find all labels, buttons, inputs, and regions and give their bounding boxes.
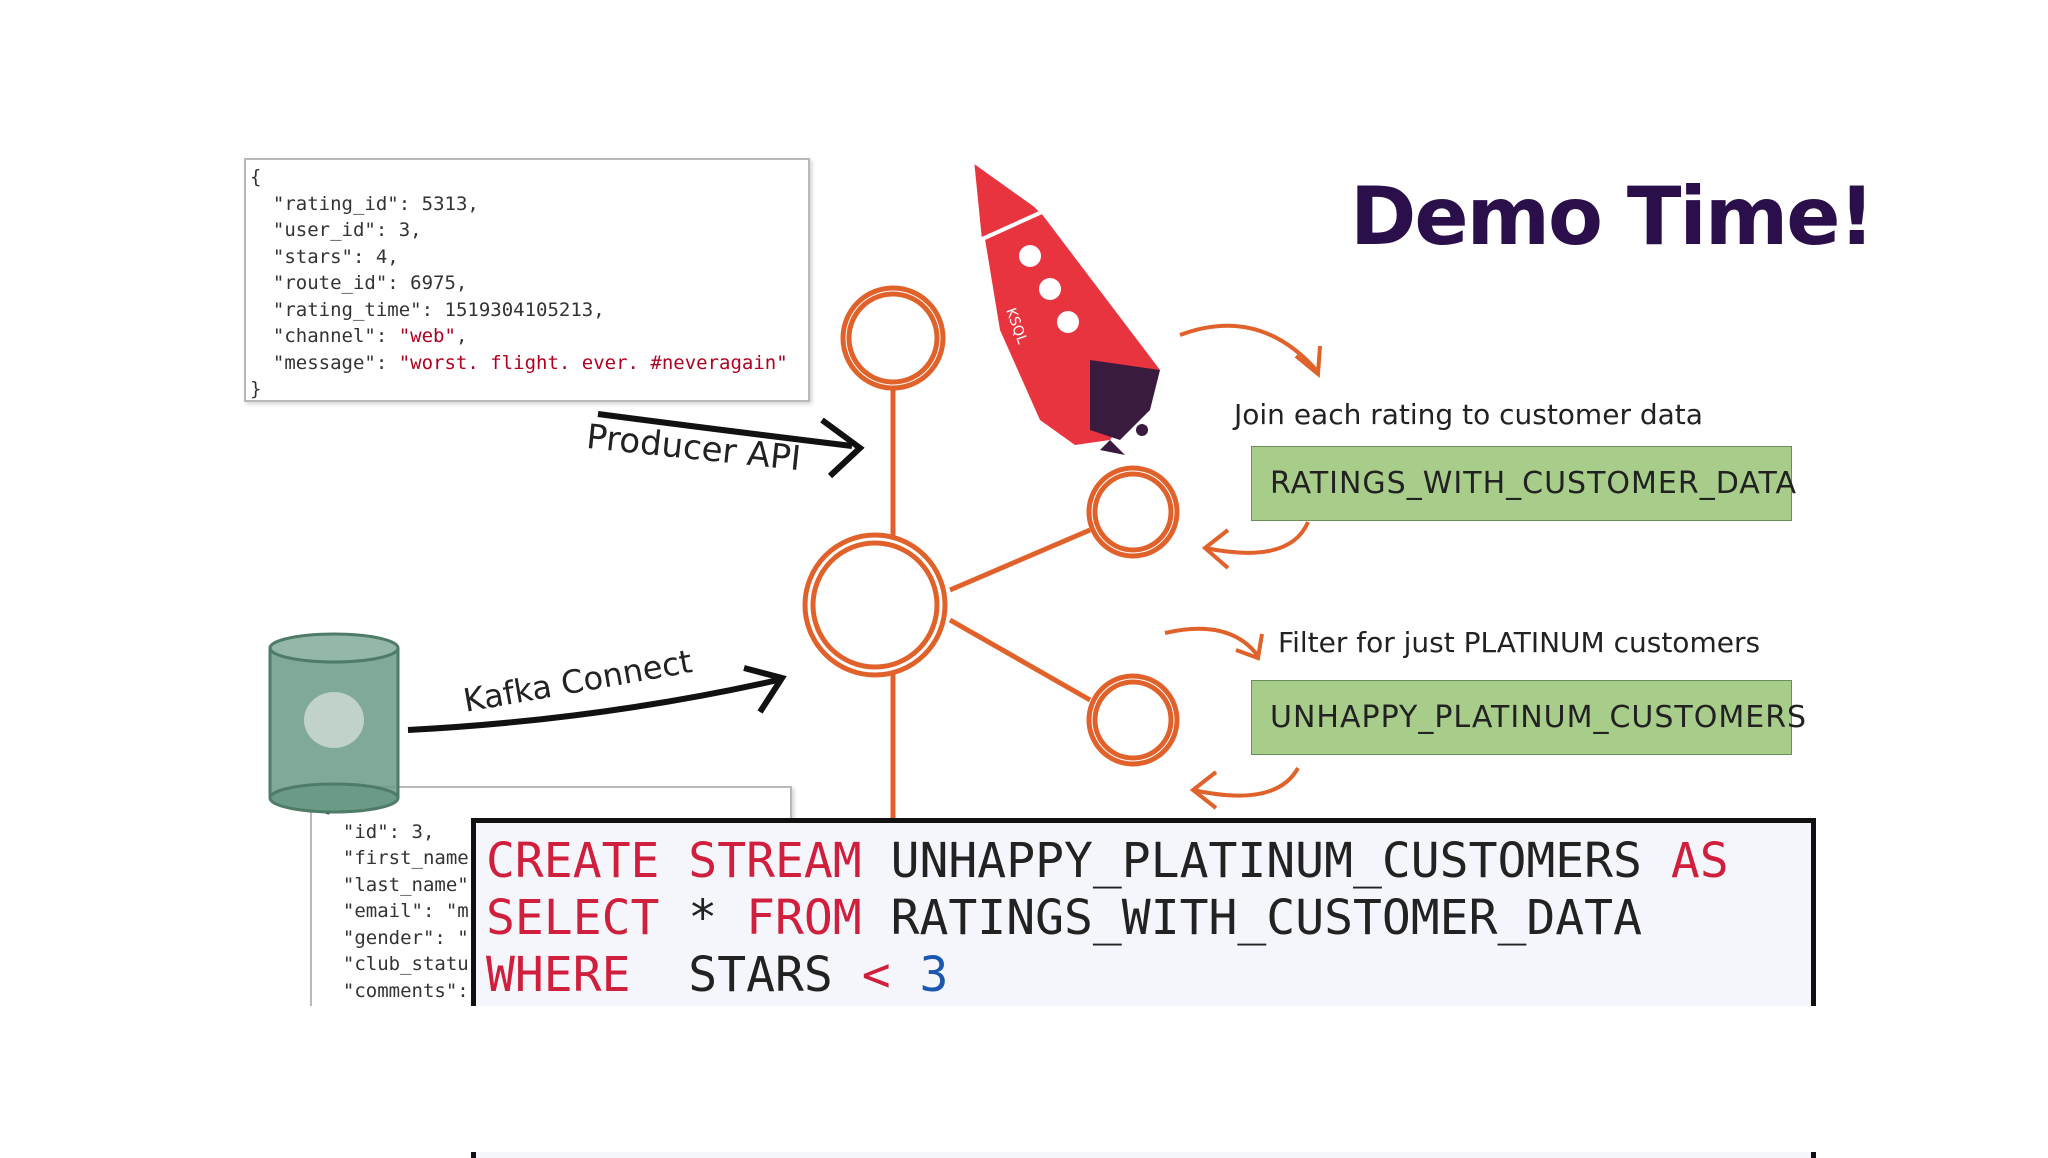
json-line: "last_name" (320, 872, 790, 899)
arrow-icon (1164, 323, 1322, 810)
arrow-icon (597, 411, 865, 479)
json-text: "club_statu (342, 953, 469, 975)
json-line: "route_id": 6975, (272, 272, 468, 294)
json-line: "rating_time": 1519304105213, (272, 298, 605, 321)
code-star: * (688, 890, 718, 946)
json-text: "email": "m (342, 900, 469, 922)
json-line: "id": 3, (320, 819, 790, 846)
json-value: 3, (398, 219, 422, 241)
join-caption: Join each rating to customer data (1234, 398, 1703, 431)
json-key: "user_id" (272, 219, 376, 241)
arrow-icon (407, 665, 787, 733)
json-line: "stars": 4, (272, 245, 399, 268)
topic-unhappy-platinum-customers: UNHAPPY_PLATINUM_CUSTOMERS (1251, 680, 1806, 755)
json-key: "message" (272, 351, 376, 374)
json-value: 6975, (410, 272, 468, 294)
code-line: CREATE STREAM UNHAPPY_PLATINUM_CUSTOMERS… (486, 833, 1811, 890)
topic-ratings-with-customer-data: RATINGS_WITH_CUSTOMER_DATA (1251, 446, 1796, 521)
json-text: "id": 3, (342, 820, 435, 843)
json-key: "stars" (272, 245, 353, 268)
code-keyword: STREAM (688, 833, 862, 889)
rating-json-card: { "rating_id": 5313, "user_id": 3, "star… (244, 158, 810, 402)
json-line: "club_statu (320, 951, 790, 978)
json-line: "gender": " (320, 925, 790, 952)
code-keyword: WHERE (486, 947, 631, 1003)
json-line: "channel": "web", (272, 325, 468, 347)
json-text: "last_name" (342, 873, 469, 896)
json-key: "channel" (272, 325, 376, 347)
json-value: 5313, (421, 192, 479, 215)
code-line: WHERE STARS < 3 (486, 947, 1811, 1004)
filter-caption: Filter for just PLATINUM customers (1278, 626, 1761, 659)
page-title: Demo Time! (1350, 170, 1875, 263)
json-key: "rating_id" (272, 192, 399, 215)
code-keyword: FROM (746, 890, 862, 946)
json-value: 1519304105213, (444, 298, 605, 321)
bottom-blank-area (0, 1006, 2048, 1152)
json-line: "first_name (320, 845, 790, 872)
code-identifier: UNHAPPY_PLATINUM_CUSTOMERS (890, 833, 1642, 889)
json-line: "rating_id": 5313, (272, 192, 479, 215)
code-line: SELECT * FROM RATINGS_WITH_CUSTOMER_DATA (486, 890, 1811, 947)
database-icon (268, 632, 400, 814)
rocket-icon: KSQL (969, 155, 1160, 455)
json-close-brace: } (250, 378, 262, 400)
json-text: "first_name (342, 847, 469, 869)
json-text: "comments": (342, 979, 469, 1002)
json-line: "user_id": 3, (272, 219, 422, 241)
json-value: "worst. flight. ever. #neveragain" (398, 351, 788, 374)
json-value: 4, (375, 245, 399, 268)
json-line: "email": "m (320, 898, 790, 925)
code-identifier: STARS (688, 947, 833, 1003)
code-identifier: RATINGS_WITH_CUSTOMER_DATA (890, 890, 1642, 946)
code-keyword: SELECT (486, 890, 660, 946)
kafka-graph-icon (802, 285, 1180, 820)
json-text: "gender": " (342, 926, 469, 949)
code-number: 3 (919, 947, 949, 1003)
json-value: "web" (398, 325, 456, 347)
json-open-brace: { (250, 166, 262, 188)
json-key: "rating_time" (272, 298, 422, 321)
json-trail: , (455, 325, 468, 347)
json-line: "message": "worst. flight. ever. #nevera… (272, 351, 788, 374)
code-keyword: AS (1670, 833, 1729, 889)
json-key: "route_id" (272, 272, 388, 294)
code-operator: < (861, 947, 891, 1003)
json-line: "comments": (320, 978, 790, 1005)
code-keyword: CREATE (486, 833, 660, 889)
